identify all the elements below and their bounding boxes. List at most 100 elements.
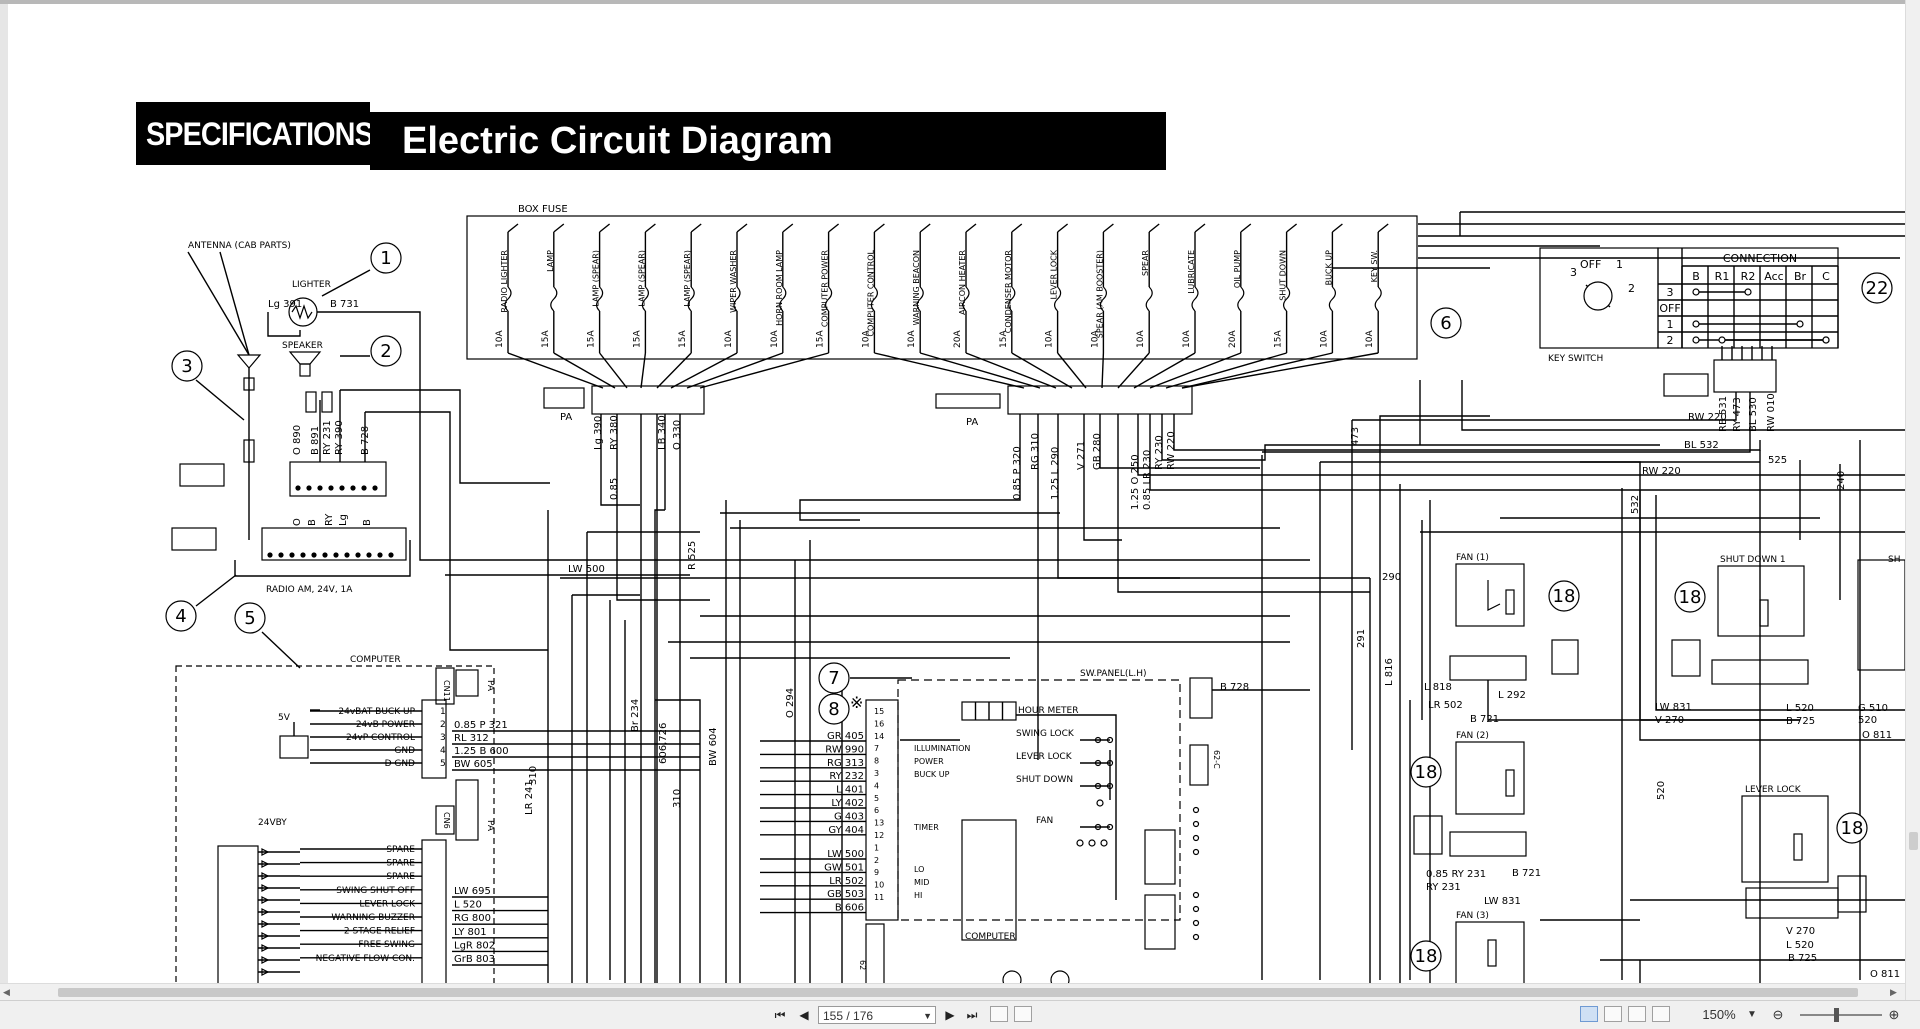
zoom-dropdown-icon[interactable]: ▼ — [1747, 1009, 1757, 1020]
wire — [1137, 414, 1905, 476]
previous-view-icon[interactable] — [990, 1006, 1008, 1022]
fuse-lead — [1057, 223, 1069, 233]
wire — [1639, 490, 1905, 741]
wire-label: B 725 — [1786, 716, 1815, 727]
connector-pin — [1192, 933, 1200, 941]
fuse-amp: 15A — [678, 330, 688, 348]
fan-label: FAN (3) — [1456, 911, 1489, 921]
wire-label: B 725 — [1788, 953, 1817, 964]
wire-label: RW 220 — [1166, 431, 1177, 470]
connector-pin — [1192, 891, 1200, 899]
fuse-amp: 20A — [1228, 330, 1238, 348]
cn-legend — [455, 779, 479, 841]
connector-pin — [377, 552, 383, 558]
fuse-amp: 20A — [953, 330, 963, 348]
connector-label: CN11 — [442, 680, 451, 702]
connector-pin — [1192, 834, 1200, 842]
relay-coil — [1505, 589, 1515, 615]
fuse-symbol — [1145, 286, 1153, 312]
pin-number: 1 — [440, 707, 446, 717]
single-page-view-icon[interactable] — [1580, 1006, 1598, 1022]
wire-label: LY 801 — [454, 927, 487, 938]
fuse-symbol — [596, 286, 604, 312]
prev-page-icon[interactable]: ◀ — [799, 1008, 809, 1022]
wire-label: RY 380 — [609, 415, 620, 450]
last-page-icon[interactable]: ⏭ — [966, 1008, 978, 1022]
relay-coil — [1759, 599, 1769, 627]
wire-label: V 270 — [1655, 715, 1684, 726]
relay-box — [1741, 795, 1829, 883]
pin-number: 9 — [874, 868, 879, 877]
pa-label: PA — [485, 680, 495, 692]
zoom-out-icon[interactable]: ⊖ — [1772, 1007, 1784, 1022]
fuse-amp: 10A — [1090, 330, 1100, 348]
page-title: Electric Circuit Diagram — [402, 120, 833, 162]
zoom-slider-thumb[interactable] — [1834, 1008, 1839, 1022]
wire-label: 0.85 LR 230 — [1142, 450, 1153, 510]
sw-item-label: HI — [914, 891, 922, 900]
pin-number: 8 — [874, 757, 879, 766]
radio-pin-legend — [179, 463, 225, 487]
wire-label: RW 990 — [825, 744, 864, 755]
wire-label: R 525 — [687, 541, 698, 570]
pin-number: 4 — [440, 746, 446, 756]
computer-connector-top — [421, 699, 447, 779]
diode-bank — [217, 845, 259, 983]
scroll-left-icon[interactable]: ◀ — [3, 987, 10, 997]
wire-label: B 728 — [1220, 682, 1249, 693]
shut-down-2-label: SH — [1888, 555, 1900, 565]
wire-label: 290 — [1382, 572, 1401, 583]
key-position-label: 1 — [1616, 258, 1623, 271]
zoom-slider-track[interactable] — [1800, 1014, 1882, 1016]
relay-coil — [1505, 769, 1515, 797]
fan-label: FAN (2) — [1456, 731, 1489, 741]
fuse-symbol — [1054, 286, 1062, 312]
cn-legend — [1189, 744, 1209, 786]
wire-label: L 401 — [836, 785, 864, 796]
next-view-icon[interactable] — [1014, 1006, 1032, 1022]
fuse-name: WARNING BEACON — [912, 250, 921, 325]
computer-box — [175, 665, 495, 983]
computer-pin-label: GND — [394, 746, 415, 756]
wire-label: Lg 391 — [268, 299, 302, 310]
wire-label: 606,726 — [658, 723, 669, 764]
wire — [799, 414, 1021, 521]
zoom-in-icon[interactable]: ⊕ — [1888, 1007, 1900, 1022]
next-page-icon[interactable]: ▶ — [945, 1008, 955, 1022]
vertical-scrollbar[interactable] — [1905, 0, 1920, 1000]
computer-pin-label: 24vB POWER — [356, 720, 415, 730]
connector-pin — [295, 485, 301, 491]
continuous-view-icon[interactable] — [1604, 1006, 1622, 1022]
lighter-label: LIGHTER — [292, 280, 331, 290]
horizontal-scrollbar[interactable]: ◀ ▶ — [0, 983, 1905, 1001]
wire — [616, 414, 710, 601]
computer-pin-label: SPARE — [386, 872, 415, 882]
page-number-input[interactable]: 155 / 176▼ — [818, 1006, 936, 1024]
wire-label: B 721 — [1470, 714, 1499, 725]
vertical-scroll-thumb[interactable] — [1909, 832, 1918, 850]
wire-label: GB 280 — [1092, 433, 1103, 470]
two-page-view-icon[interactable] — [1628, 1006, 1646, 1022]
chevron-down-icon[interactable]: ▼ — [923, 1011, 932, 1021]
wire-label: LW 500 — [568, 564, 605, 575]
sw-switch-label: FAN — [1036, 816, 1053, 826]
fuse-lead — [1377, 223, 1389, 233]
fuse-amp: 10A — [724, 330, 734, 348]
wire-label: G 510 — [1858, 703, 1888, 714]
first-page-icon[interactable]: ⏮ — [774, 1008, 786, 1022]
split-view-icon[interactable] — [1652, 1006, 1670, 1022]
supply-label: 24VBY — [258, 818, 287, 828]
pin-number: 4 — [874, 781, 879, 790]
wire — [187, 251, 250, 356]
relay-box-partial — [1857, 559, 1905, 671]
wire — [1083, 414, 1122, 541]
wire-label: 473 — [1350, 427, 1361, 446]
fuse-symbol — [550, 286, 558, 312]
callout-number: 7 — [828, 668, 839, 689]
fuse-feed — [507, 352, 604, 389]
document-viewport[interactable]: SPECIFICATIONS Electric Circuit Diagram … — [0, 0, 1920, 1001]
pa-connector-2 — [1007, 385, 1193, 415]
scroll-right-icon[interactable]: ▶ — [1890, 987, 1897, 997]
zoom-level[interactable]: 150% — [1702, 1007, 1736, 1022]
horizontal-scroll-thumb[interactable] — [58, 988, 1858, 997]
